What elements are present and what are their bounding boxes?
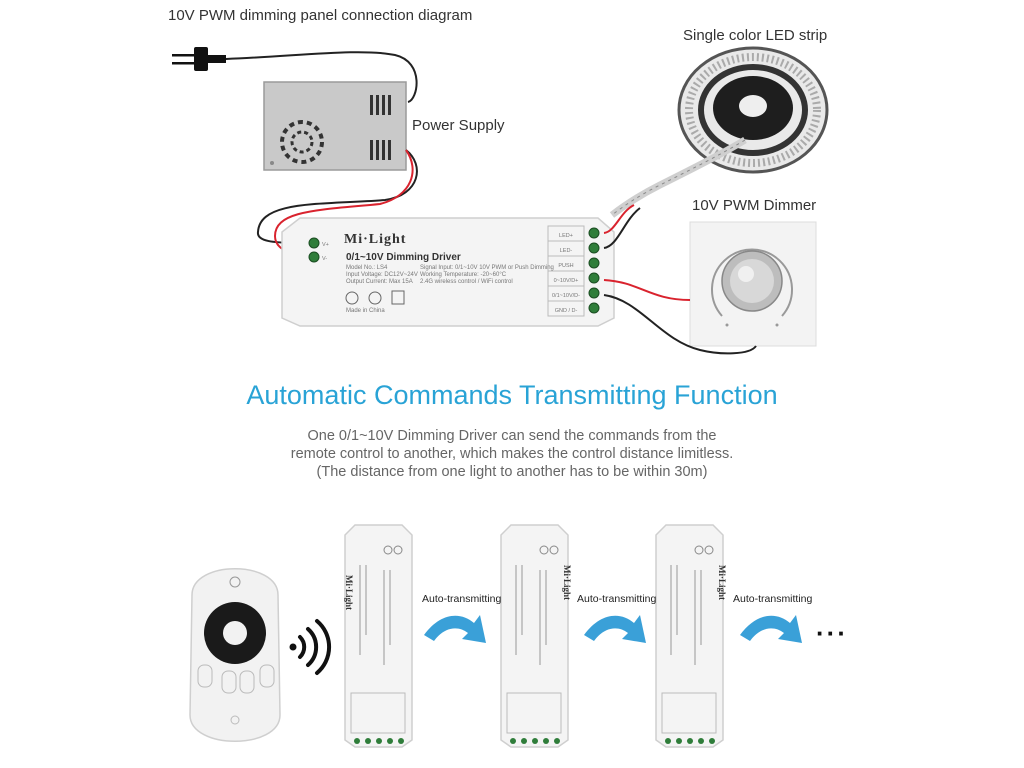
more-indicator: ··· bbox=[816, 618, 848, 648]
chain-driver-1 bbox=[344, 524, 413, 748]
chain-driver-3 bbox=[655, 524, 724, 748]
driver-made-in: Made in China bbox=[346, 308, 385, 314]
auto-transmitting-label-3: Auto-transmitting bbox=[733, 593, 813, 605]
chain-driver-2-brand: Mi·Light bbox=[562, 565, 572, 601]
driver-brand: Mi·Light bbox=[344, 232, 407, 247]
connection-diagram bbox=[172, 46, 829, 355]
auto-transmitting-label-2: Auto-transmitting bbox=[577, 593, 657, 605]
mains-cable bbox=[225, 51, 418, 103]
driver-terminal-labels: LED+LED-PUSH 0~10V/D+0/1~10V/D-GND / D- bbox=[552, 233, 580, 314]
diagram-title: 10V PWM dimming panel connection diagram bbox=[168, 7, 473, 24]
transmit-arrow-icon-1 bbox=[424, 615, 486, 643]
wireless-signal-icon bbox=[289, 619, 332, 675]
dimming-driver bbox=[281, 217, 615, 327]
section-description: One 0/1~10V Dimming Driver can send the … bbox=[290, 428, 734, 480]
chain-driver-1-brand: Mi·Light bbox=[344, 575, 354, 611]
transmit-arrow-icon-2 bbox=[584, 615, 646, 643]
driver-power-labels: V+V- bbox=[322, 242, 329, 262]
remote-control-icon bbox=[189, 568, 281, 742]
led-strip-label: Single color LED strip bbox=[683, 27, 828, 44]
driver-model-title: 0/1~10V Dimming Driver bbox=[346, 252, 461, 263]
led-strip-reel-icon bbox=[609, 46, 829, 218]
pwm-dimmer-panel-icon bbox=[689, 221, 817, 347]
transmit-arrow-icon-3 bbox=[740, 615, 802, 643]
chain-driver-3-brand: Mi·Light bbox=[717, 565, 727, 601]
section-heading: Automatic Commands Transmitting Function bbox=[246, 380, 778, 410]
driver-spec-right: Signal Input: 0/1~10V 10V PWM or Push Di… bbox=[420, 265, 554, 285]
power-supply-icon bbox=[263, 81, 407, 171]
power-supply-label: Power Supply bbox=[412, 117, 505, 134]
power-plug-icon bbox=[172, 47, 226, 71]
dimmer-label: 10V PWM Dimmer bbox=[692, 197, 817, 214]
transmit-chain bbox=[189, 524, 802, 748]
auto-transmitting-label-1: Auto-transmitting bbox=[422, 593, 502, 605]
chain-driver-2 bbox=[500, 524, 569, 748]
